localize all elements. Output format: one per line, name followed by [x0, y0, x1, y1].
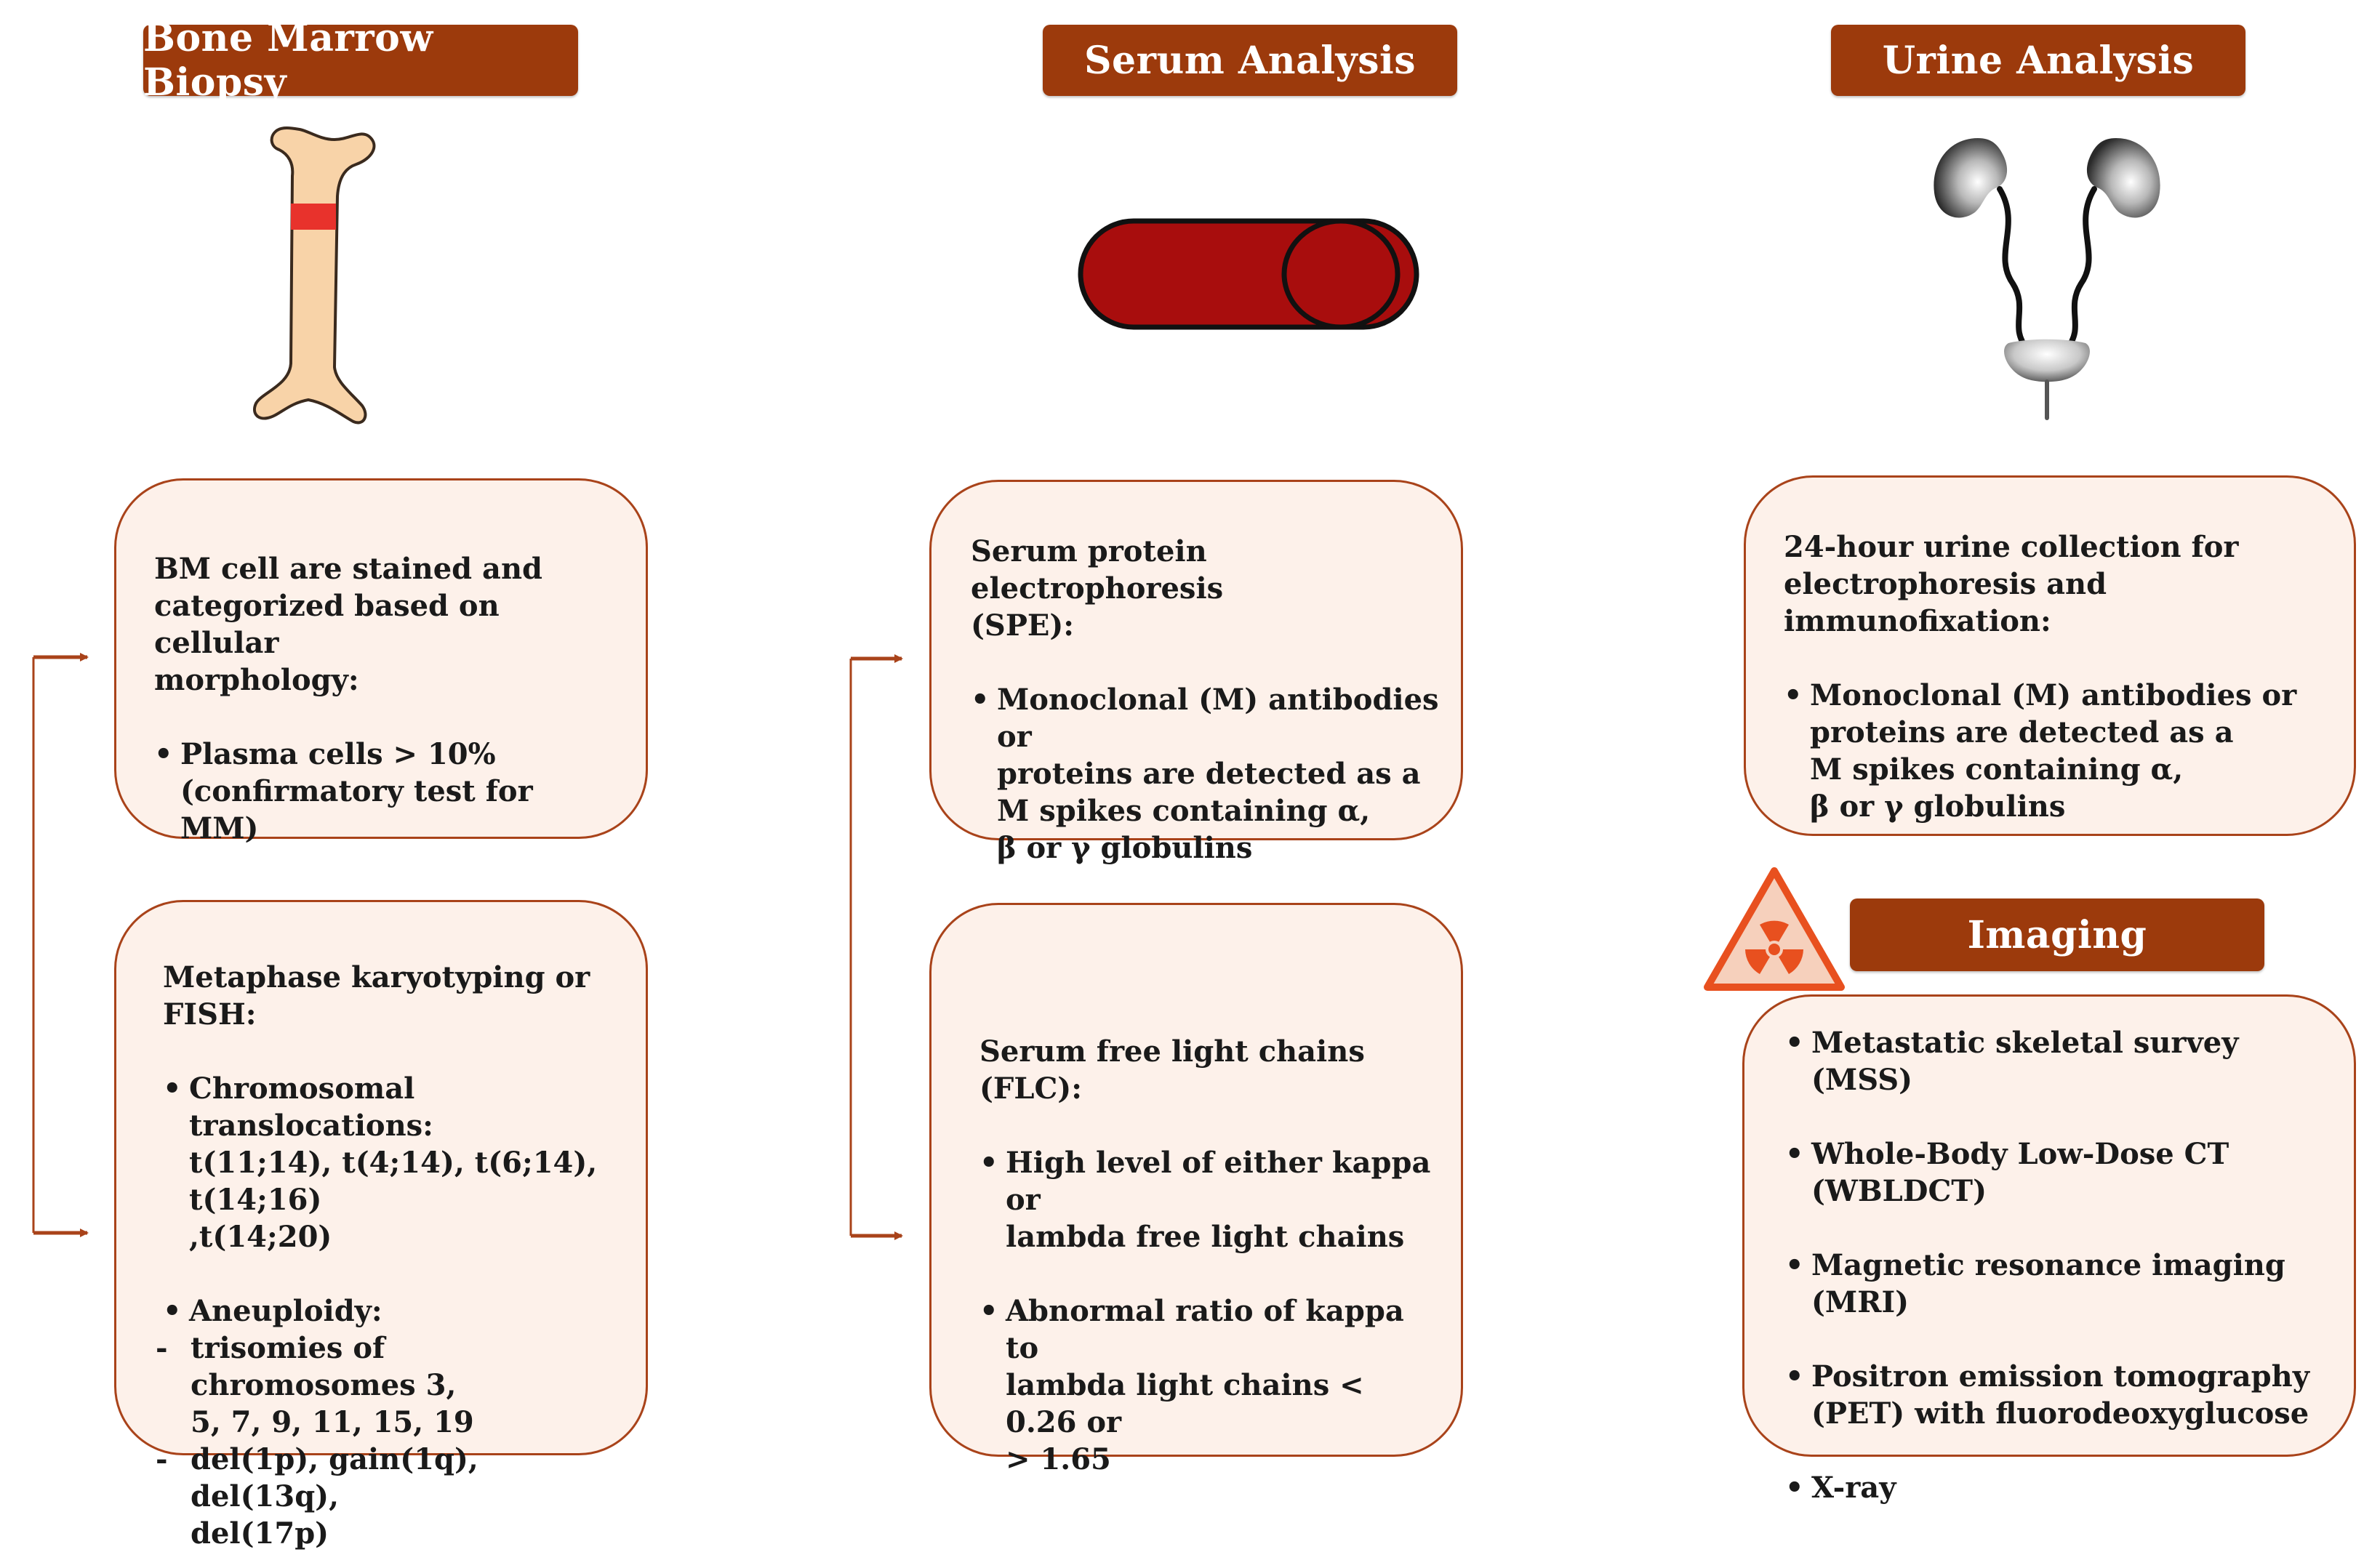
- trisomies-text: trisomies of chromosomes 3,: [191, 1331, 457, 1402]
- serum-flc-box: Serum free light chains (FLC): • High le…: [929, 903, 1463, 1476]
- urine-bullet-cont: M spikes containing α,: [1810, 752, 2184, 787]
- plasma-cells-text: Plasma cells > 10%: [180, 737, 496, 771]
- flc-high-level-bullet: • High level of either kappa or lambda f…: [979, 1144, 1439, 1255]
- plasma-cells-bullet: • Plasma cells > 10% (confirmatory test …: [154, 736, 617, 847]
- flc-high-level-cont: lambda free light chains: [1006, 1220, 1405, 1254]
- bullet-dot: •: [979, 1294, 998, 1328]
- bullet-dot: •: [163, 1071, 182, 1106]
- deletions-text-cont: del(17p): [191, 1516, 329, 1551]
- flc-ratio-cont: > 1.65: [1006, 1442, 1111, 1476]
- imaging-item-text: Magnetic resonance imaging (MRI): [1811, 1248, 2285, 1319]
- spe-bullet-cont: M spikes containing α,: [997, 794, 1371, 828]
- plasma-cells-text-cont: (confirmatory test for MM): [180, 774, 533, 845]
- spe-intro-line: Serum protein electrophoresis: [971, 534, 1224, 606]
- urine-intro-line: 24-hour urine collection for: [1784, 530, 2239, 564]
- imaging-item-text: X-ray: [1811, 1471, 1896, 1505]
- urine-bullet-cont: proteins are detected as a: [1810, 715, 2234, 749]
- imaging-item: • Whole-Body Low-Dose CT (WBLDCT): [1785, 1135, 2339, 1210]
- marrow-band: [291, 204, 336, 230]
- spe-bullet-text: Monoclonal (M) antibodies or: [997, 683, 1439, 754]
- imaging-item: • Positron emission tomography (PET) wit…: [1785, 1358, 2339, 1432]
- urinary-system-icon: [1934, 138, 2160, 420]
- spe-bullet: • Monoclonal (M) antibodies or proteins …: [971, 681, 1439, 867]
- bullet-dot: •: [979, 1146, 998, 1180]
- bullet-dot: •: [1784, 678, 1803, 712]
- header-serum-analysis: Serum Analysis: [1043, 25, 1457, 96]
- karyotyping-intro-line: Metaphase karyotyping or: [163, 960, 590, 994]
- bm-morphology-box: BM cell are stained and categorized base…: [114, 478, 648, 845]
- flc-ratio-bullet: • Abnormal ratio of kappa to lambda ligh…: [979, 1292, 1439, 1478]
- bm-karyotyping-box: Metaphase karyotyping or FISH: • Chromos…: [114, 900, 648, 1551]
- bullet-dot: •: [971, 683, 990, 717]
- flc-ratio-text: Abnormal ratio of kappa to: [1006, 1294, 1404, 1365]
- trisomies-item: - trisomies of chromosomes 3, 5, 7, 9, 1…: [156, 1330, 617, 1441]
- urine-bullet-cont: β or γ globulins: [1810, 789, 2066, 824]
- bullet-dot: •: [1785, 1359, 1804, 1394]
- radiation-warning-icon: [1704, 867, 1845, 991]
- imaging-item: • X-ray: [1785, 1469, 2339, 1506]
- urine-collection-box: 24-hour urine collection for electrophor…: [1744, 475, 2356, 836]
- imaging-box: • Metastatic skeletal survey (MSS) • Who…: [1742, 994, 2356, 1505]
- serum-spe-box: Serum protein electrophoresis (SPE): • M…: [929, 480, 1463, 865]
- urine-intro-line: electrophoresis and immunofixation:: [1784, 567, 2107, 638]
- translocations-bullet: • Chromosomal translocations: t(11;14), …: [163, 1070, 617, 1255]
- flc-high-level-text: High level of either kappa or: [1006, 1146, 1431, 1217]
- urine-bullet: • Monoclonal (M) antibodies or proteins …: [1784, 677, 2332, 825]
- imaging-item-text: Whole-Body Low-Dose CT: [1811, 1137, 2229, 1171]
- flc-ratio-cont: lambda light chains < 0.26 or: [1006, 1368, 1364, 1439]
- dash-marker: -: [156, 1331, 168, 1365]
- imaging-item-text: Positron emission tomography: [1811, 1359, 2309, 1394]
- deletions-item: - del(1p), gain(1q), del(13q), del(17p): [156, 1441, 617, 1552]
- deletions-text: del(1p), gain(1q), del(13q),: [191, 1442, 478, 1513]
- imaging-item: • Metastatic skeletal survey (MSS): [1785, 1024, 2339, 1098]
- bm-morphology-intro-line: BM cell are stained and: [154, 552, 543, 586]
- bm-morphology-intro-line: categorized based on cellular: [154, 589, 500, 660]
- bullet-dot: •: [1785, 1026, 1804, 1060]
- bm-morphology-intro-line: morphology:: [154, 663, 359, 697]
- aneuploidy-bullet: • Aneuploidy:: [163, 1292, 617, 1330]
- translocations-text: Chromosomal translocations:: [189, 1071, 433, 1143]
- imaging-item-text: Metastatic skeletal survey (MSS): [1811, 1026, 2239, 1097]
- bone-icon: [253, 126, 376, 425]
- blood-tube-icon: [1078, 218, 1419, 330]
- header-imaging: Imaging: [1850, 898, 2264, 971]
- connector-arrows: [32, 653, 903, 1240]
- bullet-dot: •: [1785, 1248, 1804, 1282]
- dash-marker: -: [156, 1442, 168, 1476]
- header-urine-analysis: Urine Analysis: [1831, 25, 2245, 96]
- bullet-dot: •: [163, 1294, 182, 1328]
- imaging-item: • Magnetic resonance imaging (MRI): [1785, 1247, 2339, 1321]
- imaging-item-cont: (PET) with fluorodeoxyglucose: [1811, 1396, 2309, 1431]
- bullet-dot: •: [1785, 1471, 1804, 1505]
- trisomies-text-cont: 5, 7, 9, 11, 15, 19: [191, 1405, 474, 1439]
- karyotyping-intro-line: FISH:: [163, 997, 257, 1032]
- urine-bullet-text: Monoclonal (M) antibodies or: [1810, 678, 2297, 712]
- flc-intro: Serum free light chains (FLC):: [979, 1034, 1365, 1106]
- translocations-list: ,t(14;20): [189, 1220, 332, 1254]
- aneuploidy-text: Aneuploidy:: [189, 1294, 382, 1328]
- spe-bullet-cont: proteins are detected as a: [997, 757, 1421, 791]
- bullet-dot: •: [1785, 1137, 1804, 1171]
- bone-marrow-connector: [32, 653, 89, 1237]
- spe-intro-line: (SPE):: [971, 608, 1075, 643]
- bullet-dot: •: [154, 737, 173, 771]
- spe-bullet-cont: β or γ globulins: [997, 831, 1253, 865]
- translocations-list: t(11;14), t(4;14), t(6;14), t(14;16): [189, 1146, 598, 1217]
- serum-connector: [849, 654, 903, 1240]
- imaging-item-cont: (WBLDCT): [1811, 1174, 1987, 1208]
